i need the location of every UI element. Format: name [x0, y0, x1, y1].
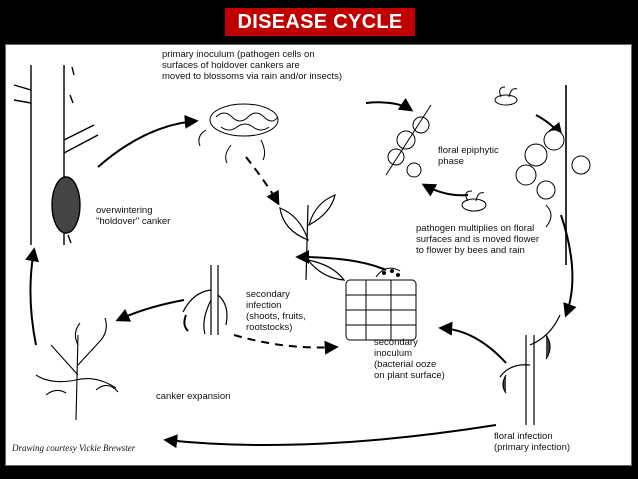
label-pathogen-multiplies: pathogen multiplies on floral surfaces a…: [416, 223, 540, 256]
disease-cycle-diagram: [13, 65, 591, 449]
cell-tissue-icon: [345, 267, 417, 341]
label-secondary-infection: secondary infection (shoots, fruits, roo…: [246, 289, 306, 333]
label-floral-epiphytic: floral epiphytic phase: [438, 145, 499, 167]
wilted-shoot-icon: [182, 265, 228, 335]
arrow-right-loop: [560, 214, 577, 318]
arrow-floral-to-ooze: [438, 321, 507, 364]
arrow-ooze-to-infection: [295, 250, 387, 271]
arrow-canker-expansion-to-overwintering: [25, 247, 39, 346]
label-secondary-inoculum: secondary inoculum (bacterial ooze on pl…: [374, 337, 445, 381]
tree-trunk-canker-icon: [13, 65, 99, 245]
page-title: DISEASE CYCLE: [237, 10, 403, 33]
label-floral-infection: floral infection (primary infection): [494, 431, 571, 453]
arrow-infection-to-canker: [115, 299, 185, 322]
label-overwintering-canker: overwintering "holdover" canker: [96, 205, 171, 227]
bacteria-smear-icon: [198, 103, 279, 164]
bee-icon: [494, 86, 518, 106]
label-primary-inoculum: primary inoculum (pathogen cells on surf…: [162, 49, 343, 82]
arrow-infection-to-ooze-dashed: [233, 334, 339, 355]
diagram-panel: primary inoculum (pathogen cells on surf…: [5, 44, 632, 466]
bee-icon: [461, 190, 487, 212]
drawing-credit: Drawing courtesy Vickie Brewster: [12, 443, 136, 453]
arrow-inoculum-to-shoot-dashed: [245, 156, 280, 206]
title-bar: DISEASE CYCLE: [225, 8, 415, 36]
infected-branch-icon: [499, 314, 561, 425]
arrow-floral-infection-to-canker: [163, 424, 497, 449]
shoot-leaves-icon: [279, 194, 346, 281]
arrow-inoculum-to-blossom: [365, 97, 414, 112]
arrow-bee-back: [421, 183, 469, 197]
arrow-canker-to-inoculum: [97, 114, 199, 168]
label-canker-expansion: canker expansion: [156, 391, 231, 402]
blossom-cluster-icon: [385, 104, 432, 178]
blossom-cluster-icon: [515, 85, 591, 265]
shrub-icon: [35, 317, 119, 421]
